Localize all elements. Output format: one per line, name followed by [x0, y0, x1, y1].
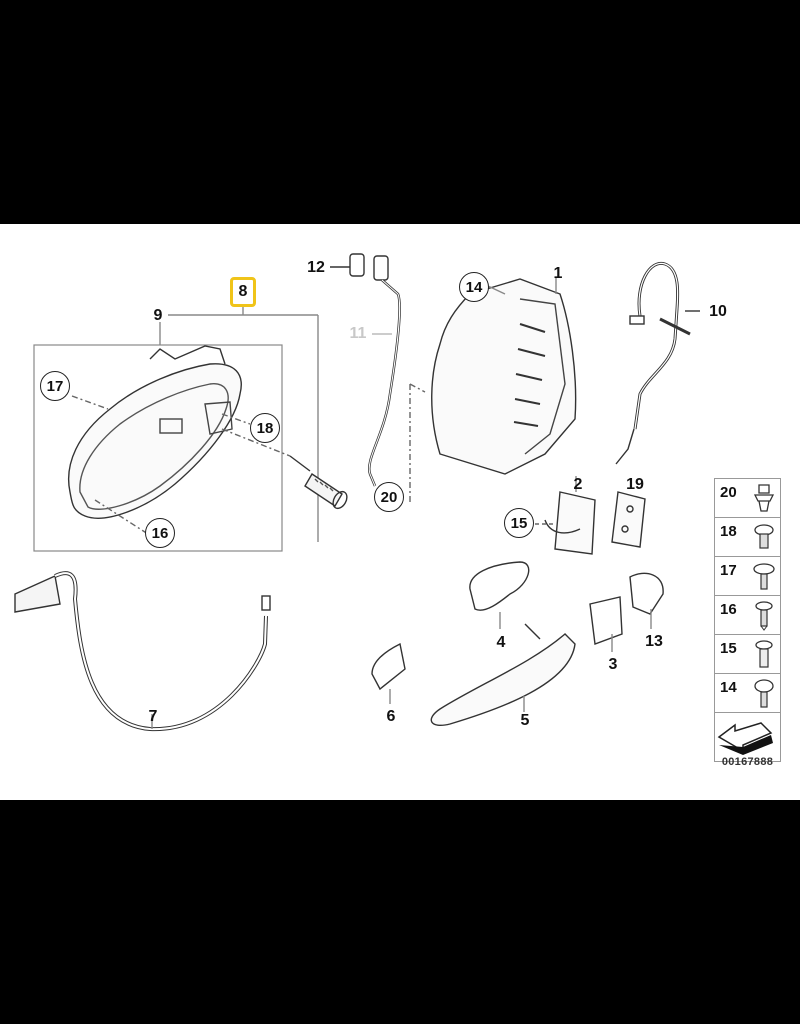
door-lock-icon: [431, 278, 577, 475]
part-3-label[interactable]: 3: [608, 656, 618, 673]
cap-3-icon: [589, 596, 623, 645]
inner-handle-icon: [67, 345, 242, 519]
screw-icon: [755, 640, 773, 668]
fastener-legend: 20 18 17 16 15 14: [714, 478, 781, 762]
part-6-label[interactable]: 6: [386, 708, 396, 725]
part-11-label[interactable]: 11: [349, 325, 367, 342]
part-19-label[interactable]: 19: [626, 476, 644, 493]
highlighted-part-8-label[interactable]: 8: [230, 277, 256, 307]
legend-item-15[interactable]: 15: [715, 635, 780, 674]
part-14-callout[interactable]: 14: [459, 272, 489, 302]
screw-icon: [754, 524, 774, 549]
part-9-label[interactable]: 9: [153, 307, 163, 324]
part-1-label[interactable]: 1: [553, 265, 563, 282]
part-13-label[interactable]: 13: [645, 633, 663, 650]
cap-11-end: [373, 255, 389, 281]
diagram-drawing: [14, 253, 700, 732]
parts-diagram: 8 9 17 18 16 12 11 20 14 1 10 2 19 15 4 …: [0, 224, 800, 800]
trim-6-icon: [371, 642, 406, 691]
part-18-callout[interactable]: 18: [250, 413, 280, 443]
lock-cylinder-icon: [289, 455, 348, 510]
legend-item-14[interactable]: 14: [715, 674, 780, 713]
part-20-callout[interactable]: 20: [374, 482, 404, 512]
plate-icon: [611, 491, 646, 548]
legend-item-16[interactable]: 16: [715, 596, 780, 635]
screw-icon: [755, 601, 773, 631]
part-4-label[interactable]: 4: [496, 634, 506, 651]
clip-icon: [753, 484, 775, 512]
striker-icon: [554, 491, 596, 555]
cap-13-icon: [629, 572, 664, 615]
cap-12: [349, 253, 365, 277]
part-16-callout[interactable]: 16: [145, 518, 175, 548]
legend-item-17[interactable]: 17: [715, 557, 780, 596]
gasket-icon: [469, 561, 530, 611]
part-15-callout[interactable]: 15: [504, 508, 534, 538]
bowden-cable-icon: [615, 261, 691, 465]
screw-icon: [754, 679, 774, 708]
part-17-callout[interactable]: 17: [40, 371, 70, 401]
cable-7-icon: [14, 571, 271, 732]
part-2-label[interactable]: 2: [573, 476, 583, 493]
part-5-label[interactable]: 5: [520, 712, 530, 729]
part-10-label[interactable]: 10: [709, 303, 727, 320]
outer-handle-icon: [430, 633, 576, 726]
part-7-label[interactable]: 7: [148, 708, 158, 725]
direction-arrow-icon: [717, 722, 773, 755]
orientation-arrow-cell: [715, 713, 780, 761]
diagram-code: 00167888: [721, 756, 774, 768]
part-12-label[interactable]: 12: [307, 259, 325, 276]
assembly-box: [33, 344, 283, 552]
legend-item-18[interactable]: 18: [715, 518, 780, 557]
legend-item-20[interactable]: 20: [715, 479, 780, 518]
screw-icon: [753, 563, 775, 590]
